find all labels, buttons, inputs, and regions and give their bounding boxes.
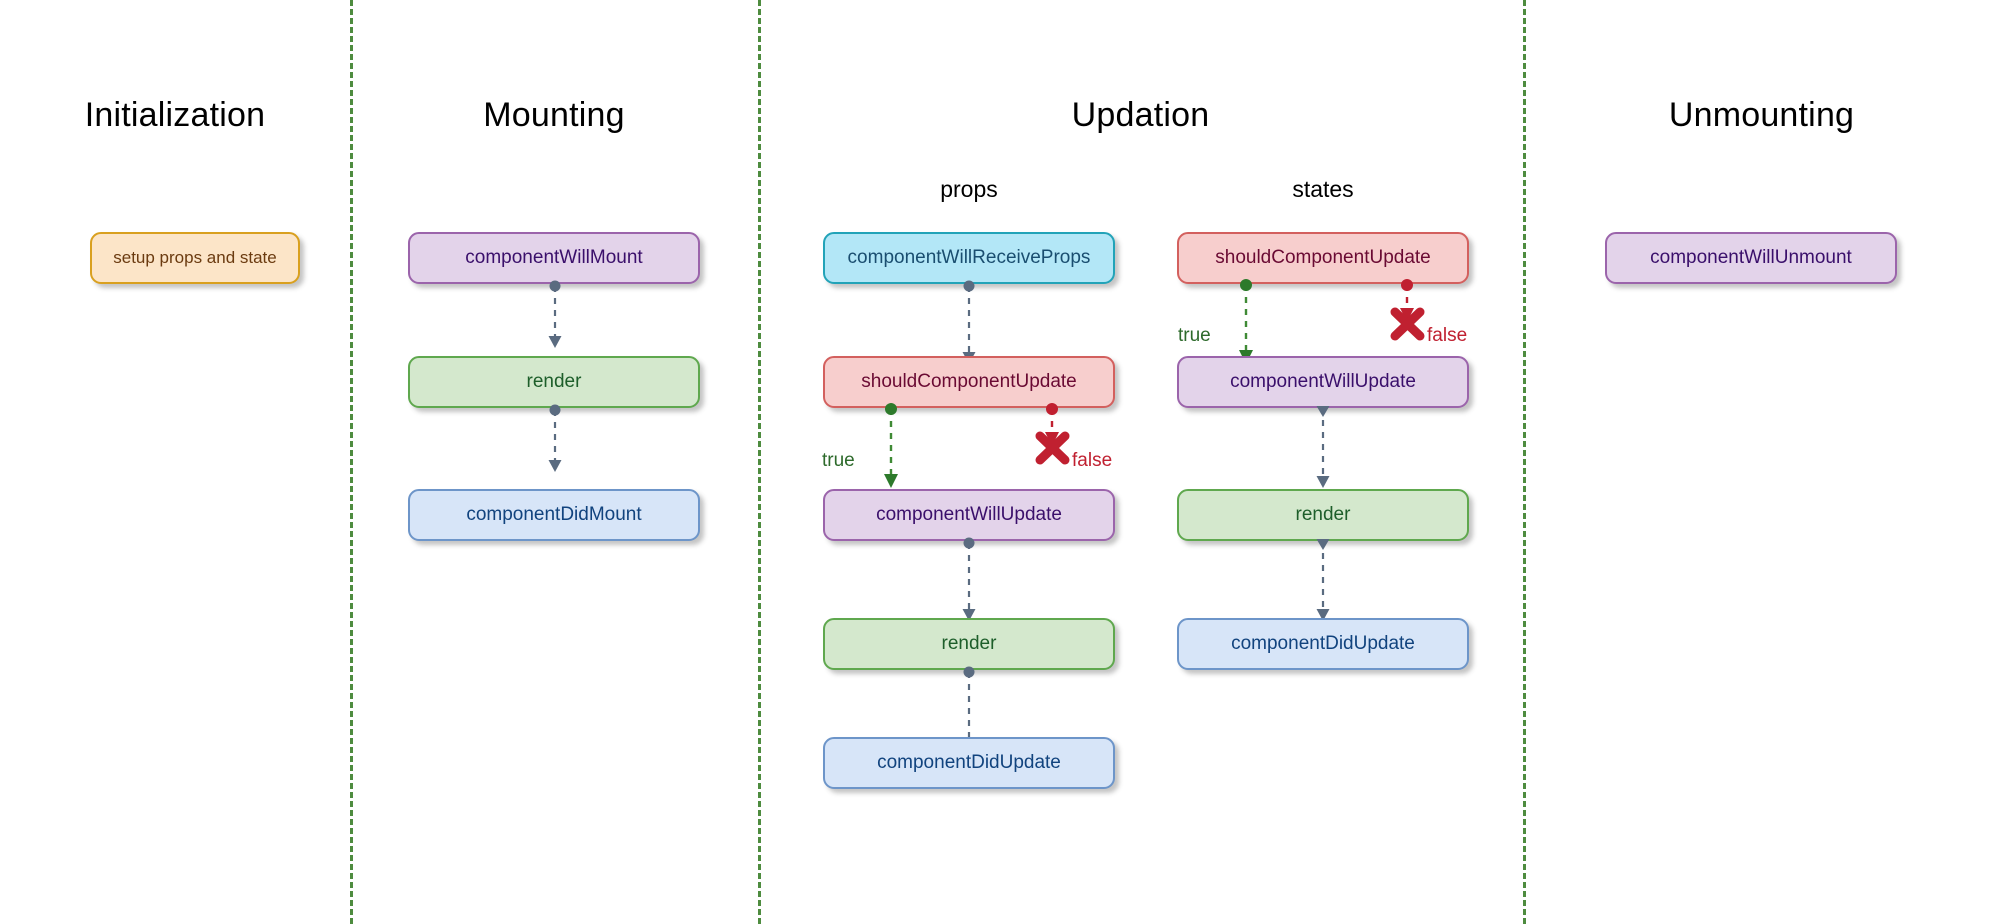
node-component-did-update-states[interactable]: componentDidUpdate [1177, 618, 1469, 670]
connector-render-to-did-update-states [1316, 539, 1330, 621]
node-component-will-update-props[interactable]: componentWillUpdate [823, 489, 1115, 541]
connector-props-false-branch [1035, 403, 1070, 465]
connector-will-update-to-render-states [1316, 406, 1330, 488]
column-divider-3 [1523, 0, 1526, 924]
column-title-initialization: Initialization [84, 96, 266, 134]
stop-x-icon [1390, 307, 1425, 341]
subcolumn-title-states: states [1292, 176, 1354, 202]
node-component-will-receive-props[interactable]: componentWillReceiveProps [823, 232, 1115, 284]
subcolumn-title-props: props [940, 176, 998, 202]
node-render-states[interactable]: render [1177, 489, 1469, 541]
node-should-component-update-props[interactable]: shouldComponentUpdate [823, 356, 1115, 408]
connector-will-mount-to-render [548, 280, 562, 348]
branch-label-props-true: true [822, 450, 855, 471]
node-render-props[interactable]: render [823, 618, 1115, 670]
connector-states-true-branch [1239, 279, 1253, 364]
column-divider-2 [758, 0, 761, 924]
node-component-did-mount[interactable]: componentDidMount [408, 489, 700, 541]
node-component-will-unmount[interactable]: componentWillUnmount [1605, 232, 1897, 284]
connector-will-receive-props-to-scu [962, 280, 976, 364]
connector-props-true-branch [884, 403, 898, 488]
node-component-will-update-states[interactable]: componentWillUpdate [1177, 356, 1469, 408]
connector-will-update-to-render-props [962, 537, 976, 621]
column-divider-1 [350, 0, 353, 924]
node-should-component-update-states[interactable]: shouldComponentUpdate [1177, 232, 1469, 284]
column-title-unmounting: Unmounting [1668, 96, 1855, 134]
column-title-mounting: Mounting [483, 96, 625, 134]
branch-label-states-false: false [1427, 325, 1468, 346]
node-component-will-mount[interactable]: componentWillMount [408, 232, 700, 284]
branch-label-states-true: true [1178, 325, 1211, 346]
branch-label-props-false: false [1072, 450, 1113, 471]
node-render-mounting[interactable]: render [408, 356, 700, 408]
node-setup-props-and-state[interactable]: setup props and state [90, 232, 300, 284]
node-component-did-update-props[interactable]: componentDidUpdate [823, 737, 1115, 789]
stop-x-icon [1035, 431, 1070, 465]
connector-states-false-branch [1390, 279, 1425, 341]
column-title-updation: Updation [1071, 96, 1210, 134]
connector-render-to-did-mount [548, 404, 562, 472]
